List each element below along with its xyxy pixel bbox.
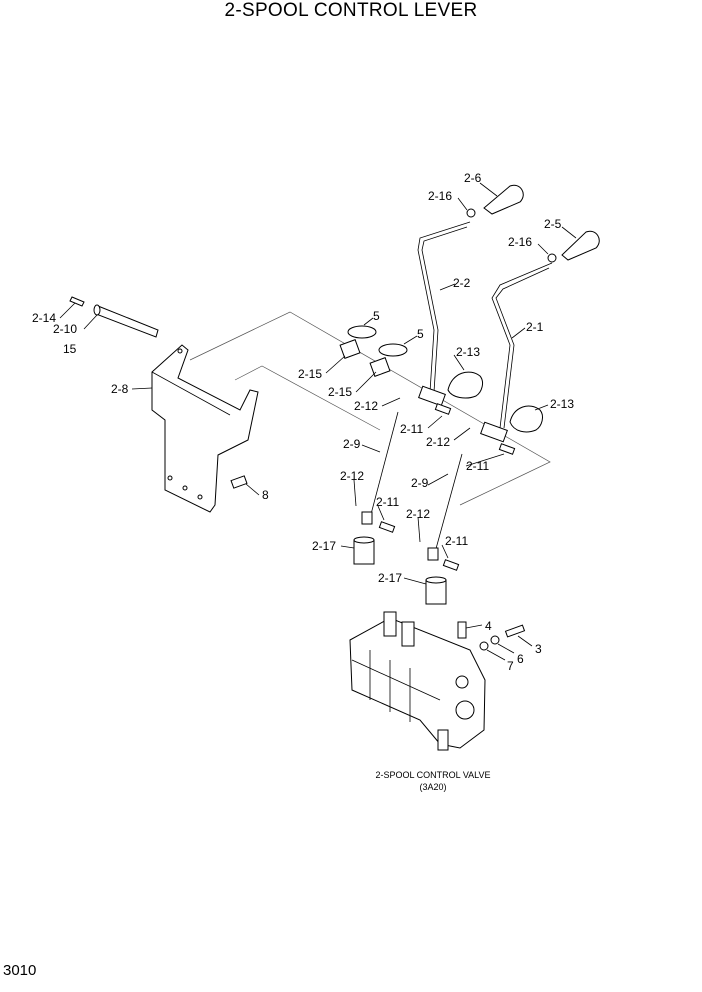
label-2-12: 2-12	[426, 435, 450, 449]
label-2-15: 2-15	[328, 385, 352, 399]
label-2-15: 2-15	[298, 367, 322, 381]
label-2-14: 2-14	[32, 311, 56, 325]
label-2-5: 2-5	[544, 217, 562, 231]
label-2-10: 2-10	[53, 322, 77, 336]
label-2-8: 2-8	[111, 382, 129, 396]
label-4: 4	[485, 619, 492, 633]
label-2-12: 2-12	[354, 399, 378, 413]
cap-parts	[339, 325, 408, 377]
label-5: 5	[373, 309, 380, 323]
label-2-16: 2-16	[508, 235, 532, 249]
valve-caption: 2-SPOOL CONTROL VALVE	[375, 770, 490, 780]
pin-parts	[378, 403, 516, 571]
small-parts	[457, 621, 526, 651]
page-number: 3010	[3, 962, 37, 979]
pivot-shaft-part	[69, 296, 159, 338]
label-2-6: 2-6	[464, 171, 482, 185]
label-2-17: 2-17	[378, 571, 402, 585]
leader-lines	[59, 182, 577, 661]
label-6: 6	[517, 652, 524, 666]
label-3: 3	[535, 642, 542, 656]
label-2-11: 2-11	[400, 422, 423, 436]
lever-2-2-part	[417, 184, 524, 407]
sleeve-parts	[353, 536, 447, 605]
label-2-13: 2-13	[456, 345, 480, 359]
lever-2-1-part	[480, 230, 600, 443]
bracket-part	[151, 344, 259, 513]
label-7: 7	[507, 659, 514, 673]
label-2-11: 2-11	[445, 534, 468, 548]
label-8: 8	[262, 488, 269, 502]
guide-lines	[189, 311, 551, 506]
valve-caption-code: (3A20)	[419, 782, 446, 792]
label-2-1: 2-1	[526, 320, 544, 334]
label-2-11: 2-11	[376, 495, 399, 509]
label-2-2: 2-2	[453, 276, 471, 290]
label-2-9: 2-9	[411, 476, 429, 490]
label-2-11: 2-11	[466, 459, 489, 473]
label-15: 15	[63, 342, 77, 356]
rod-parts	[361, 411, 463, 561]
bolt-part	[230, 475, 248, 489]
label-2-12: 2-12	[340, 469, 364, 483]
page-title: 2-SPOOL CONTROL LEVER	[224, 0, 478, 21]
label-5: 5	[417, 327, 424, 341]
control-valve-part	[349, 611, 486, 751]
label-2-16: 2-16	[428, 189, 452, 203]
boot-parts	[447, 371, 544, 433]
label-2-17: 2-17	[312, 539, 336, 553]
label-2-12: 2-12	[406, 507, 430, 521]
label-2-9: 2-9	[343, 437, 361, 451]
label-2-13: 2-13	[550, 397, 574, 411]
